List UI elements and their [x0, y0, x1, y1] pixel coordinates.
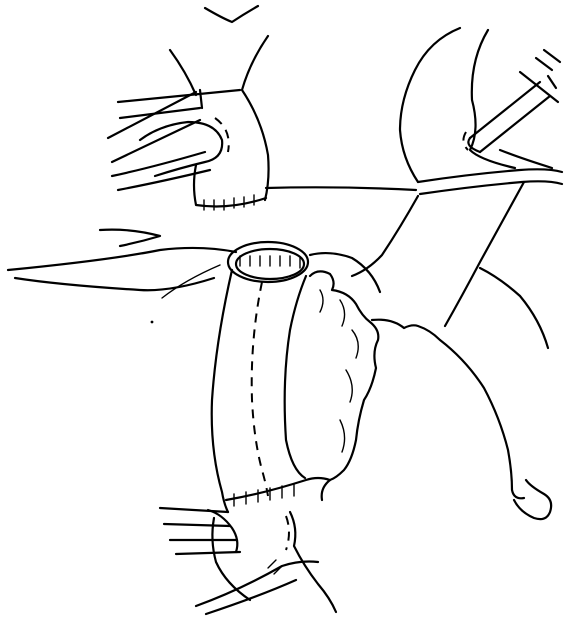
graft-top-suture-marks	[240, 256, 300, 268]
top-chevron-line	[205, 6, 258, 22]
right-lower-organ-outline	[372, 320, 524, 499]
horizontal-vessel-upper	[266, 187, 416, 190]
tissue-mass-outline	[310, 271, 378, 500]
stray-dot	[151, 321, 154, 324]
lower-vessel-diagonal-1	[196, 562, 318, 607]
tissue-mass-ragged-edge	[320, 290, 358, 452]
lower-clamp-jaws	[160, 508, 240, 554]
right-drain-tube	[463, 50, 560, 152]
right-organ-outline	[400, 28, 460, 182]
upper-left-clamp	[108, 90, 240, 190]
right-vessel-diagonal-right	[445, 182, 524, 326]
lower-vessel-inner-dash	[286, 516, 289, 550]
lower-vessel-left-wall	[212, 518, 250, 600]
graft-centerline-dashed	[252, 282, 268, 496]
right-vessel-band-top	[418, 169, 562, 182]
left-vessel-upper	[100, 230, 160, 246]
graft-right-wall	[285, 276, 306, 478]
right-organ-inner-curve	[470, 30, 515, 168]
right-lower-organ-tail	[514, 480, 551, 519]
left-vessel-long-top	[8, 248, 236, 270]
right-vessel-band-bottom	[420, 181, 562, 194]
right-lower-organ-curve	[480, 268, 548, 348]
left-vessel-long-bottom	[15, 278, 214, 290]
graft-left-wall	[212, 270, 232, 512]
left-vessel-fiber	[162, 265, 220, 298]
graft-bottom-anastomosis	[226, 478, 330, 500]
